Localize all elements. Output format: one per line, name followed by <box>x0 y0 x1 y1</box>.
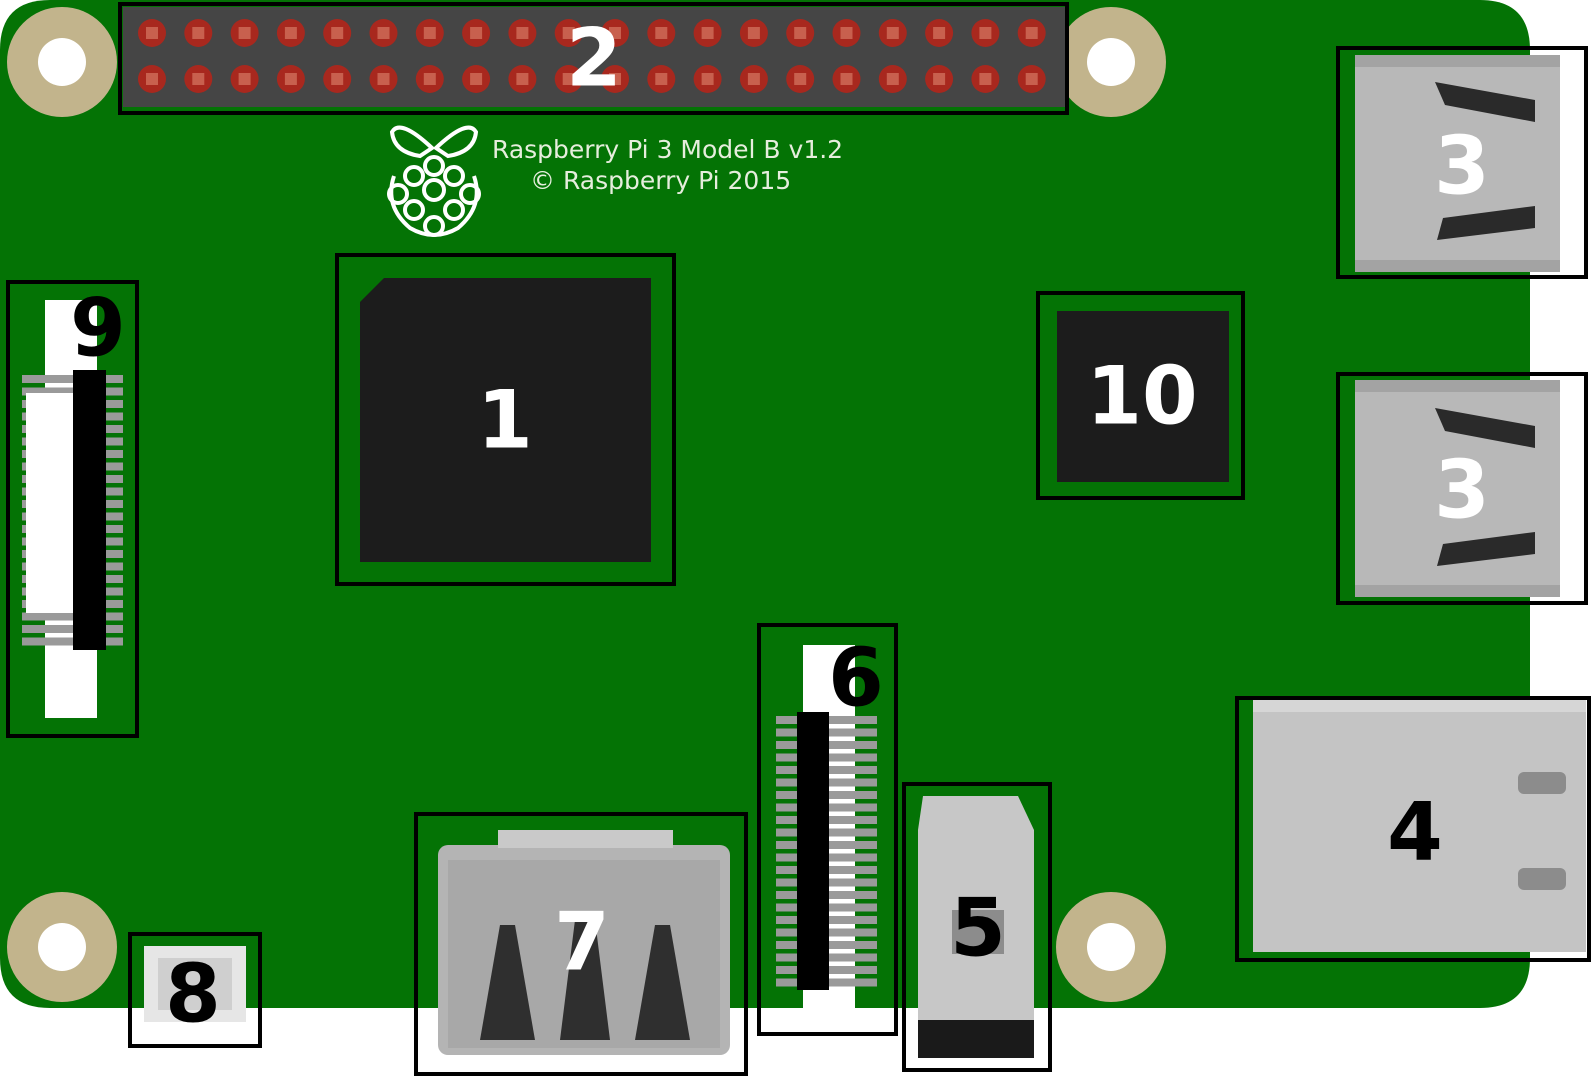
camera-label: 6 <box>828 632 884 725</box>
camera-connector <box>776 645 877 1020</box>
connector-pin <box>22 637 123 646</box>
gpio-pin-pad <box>701 73 714 85</box>
gpio-label: 2 <box>566 12 622 105</box>
cpu-label: 1 <box>477 374 533 467</box>
gpio-pin-pad <box>609 73 621 85</box>
hdmi-outline-box <box>414 812 748 1076</box>
connector-pin <box>22 625 123 633</box>
gpio-header <box>123 7 1066 107</box>
display-label: 9 <box>70 282 126 375</box>
audio-jack <box>918 796 1034 1058</box>
gpio-pin-pad <box>979 27 992 39</box>
connector-pin <box>22 375 123 383</box>
gpio-pin-pad <box>331 27 344 39</box>
ethernet-outline-box <box>1235 696 1591 962</box>
hdmi-port <box>438 830 730 1055</box>
audio-outline-box <box>902 782 1052 1072</box>
raspberry-logo-icon <box>387 125 481 237</box>
connector-pin <box>22 612 123 621</box>
gpio-pin-pad <box>1025 73 1038 85</box>
gpio-pin-pad <box>655 73 668 85</box>
gpio-pin-pad <box>562 27 575 39</box>
gpio-pin-pad <box>609 27 621 39</box>
gpio-pin-pad <box>192 73 205 85</box>
gpio-pin-pad <box>1025 27 1038 39</box>
gpio-pin-pad <box>562 73 575 85</box>
hdmi-label: 7 <box>554 896 610 989</box>
micro-usb-power-port <box>144 946 246 1022</box>
camera-outline-box <box>757 623 898 1036</box>
gpio-pin-pad <box>886 73 899 85</box>
connector-pin <box>22 387 123 396</box>
silkscreen-copyright-text: © Raspberry Pi 2015 <box>530 166 791 195</box>
gpio-pin-pad <box>516 27 529 39</box>
usb-bottom-label: 3 <box>1434 444 1490 537</box>
mounting-hole <box>1056 7 1166 117</box>
gpio-pin-pad <box>146 73 158 85</box>
power-outline-box <box>128 932 262 1048</box>
gpio-pins <box>138 19 1046 93</box>
usb-port-bottom <box>1355 380 1560 597</box>
usb-port-top <box>1355 55 1560 272</box>
gpio-outline-box <box>118 2 1069 115</box>
gpio-pin-pad <box>840 73 853 85</box>
gpio-pin-pad <box>747 73 760 85</box>
gpio-pin-pad <box>470 27 483 39</box>
gpio-pin-pad <box>516 73 529 85</box>
gpio-pin-pad <box>423 73 436 85</box>
lan-chip-outline-box <box>1036 291 1245 500</box>
gpio-pin-pad <box>701 27 714 39</box>
gpio-pin-pad <box>747 27 760 39</box>
gpio-pin-pad <box>655 27 668 39</box>
gpio-pin-pad <box>146 27 158 39</box>
gpio-pin-pad <box>470 73 483 85</box>
gpio-pin-pad <box>423 27 436 39</box>
gpio-pin-pad <box>377 73 390 85</box>
lan-chip-label: 10 <box>1086 350 1197 443</box>
audio-label: 5 <box>950 882 1006 975</box>
mounting-hole <box>7 892 117 1002</box>
gpio-pin-pad <box>377 27 390 39</box>
gpio-pin-pad <box>284 73 297 85</box>
usb-top-label: 3 <box>1434 120 1490 213</box>
lan-chip <box>1057 311 1229 482</box>
cpu-chip <box>360 278 651 562</box>
gpio-pin-pad <box>840 27 853 39</box>
gpio-pin-pad <box>192 27 205 39</box>
gpio-pin-pad <box>979 73 992 85</box>
gpio-pin-pad <box>933 27 946 39</box>
ethernet-label: 4 <box>1387 786 1443 879</box>
gpio-pin-pad <box>794 27 807 39</box>
usb-top-outline-box <box>1336 46 1588 279</box>
display-outline-box <box>6 280 139 738</box>
mounting-hole <box>1056 892 1166 1002</box>
gpio-pin-pad <box>238 73 251 85</box>
pcb-board <box>0 0 1530 1008</box>
cpu-outline-box <box>335 253 676 586</box>
gpio-pin-pad <box>886 27 899 39</box>
display-connector <box>22 300 123 718</box>
usb-bottom-outline-box <box>1336 372 1588 605</box>
gpio-pin-pad <box>284 27 297 39</box>
mounting-hole <box>7 7 117 117</box>
power-label: 8 <box>165 948 221 1041</box>
gpio-pin-pad <box>238 27 251 39</box>
gpio-pin-pad <box>933 73 946 85</box>
silkscreen-model-text: Raspberry Pi 3 Model B v1.2 <box>492 135 843 164</box>
gpio-pin-pad <box>331 73 344 85</box>
ethernet-port <box>1253 700 1586 952</box>
gpio-pin-pad <box>794 73 807 85</box>
